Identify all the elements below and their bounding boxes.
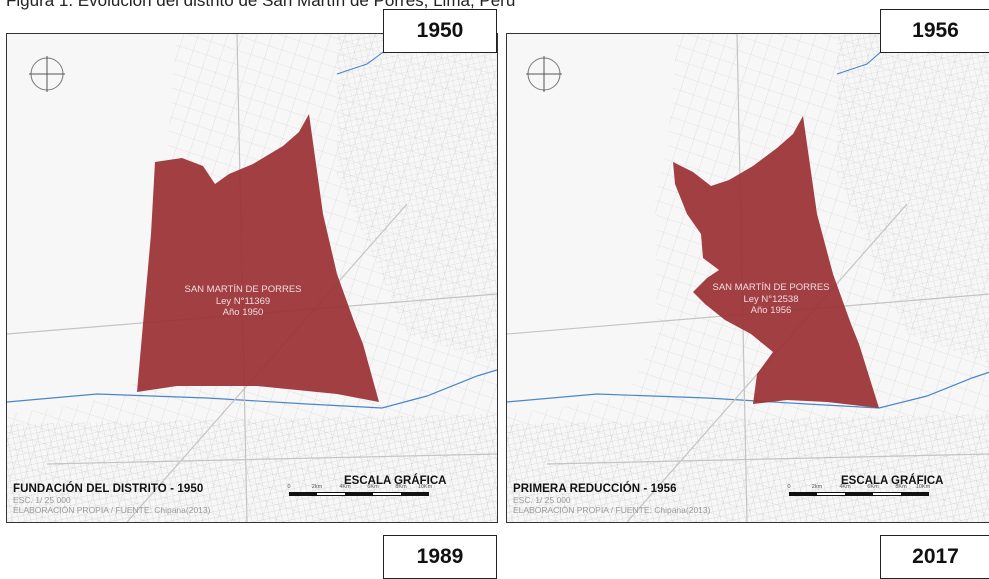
scale-bar — [289, 492, 429, 496]
district-label: SAN MARTÍN DE PORRES Ley N°12538 Año 195… — [712, 282, 830, 316]
north-arrow-icon — [526, 56, 562, 92]
figure-caption: Figura 1. Evolución del distrito de San … — [6, 0, 516, 10]
district-polygon-1956 — [673, 116, 879, 408]
river — [507, 371, 989, 409]
stage-title: PRIMERA REDUCCIÓN - 1956 — [513, 483, 677, 495]
map-metadata: ESC. 1/ 25 000 ELABORACIÓN PROPIA / FUEN… — [13, 495, 211, 515]
scale-bar — [789, 492, 929, 496]
district-polygon-1950 — [137, 114, 379, 402]
north-arrow-icon — [29, 56, 65, 92]
map-canvas — [507, 34, 989, 522]
year-label-1989: 1989 — [383, 535, 497, 579]
year-label-2017: 2017 — [880, 535, 989, 579]
river — [7, 369, 497, 409]
hills — [337, 34, 497, 364]
map-canvas — [7, 34, 497, 522]
scale-title: ESCALA GRÁFICA — [841, 475, 944, 487]
year-label-1950: 1950 — [383, 9, 497, 53]
hills — [837, 34, 989, 364]
year-label-1956: 1956 — [880, 9, 989, 53]
map-panel-1950: SAN MARTÍN DE PORRES Ley N°11369 Año 195… — [6, 33, 498, 523]
map-metadata: ESC. 1/ 25 000 ELABORACIÓN PROPIA / FUEN… — [513, 495, 711, 515]
scale-title: ESCALA GRÁFICA — [344, 475, 447, 487]
map-panel-1956: SAN MARTÍN DE PORRES Ley N°12538 Año 195… — [506, 33, 989, 523]
stage-title: FUNDACIÓN DEL DISTRITO - 1950 — [13, 483, 204, 495]
district-label: SAN MARTÍN DE PORRES Ley N°11369 Año 195… — [184, 284, 302, 318]
